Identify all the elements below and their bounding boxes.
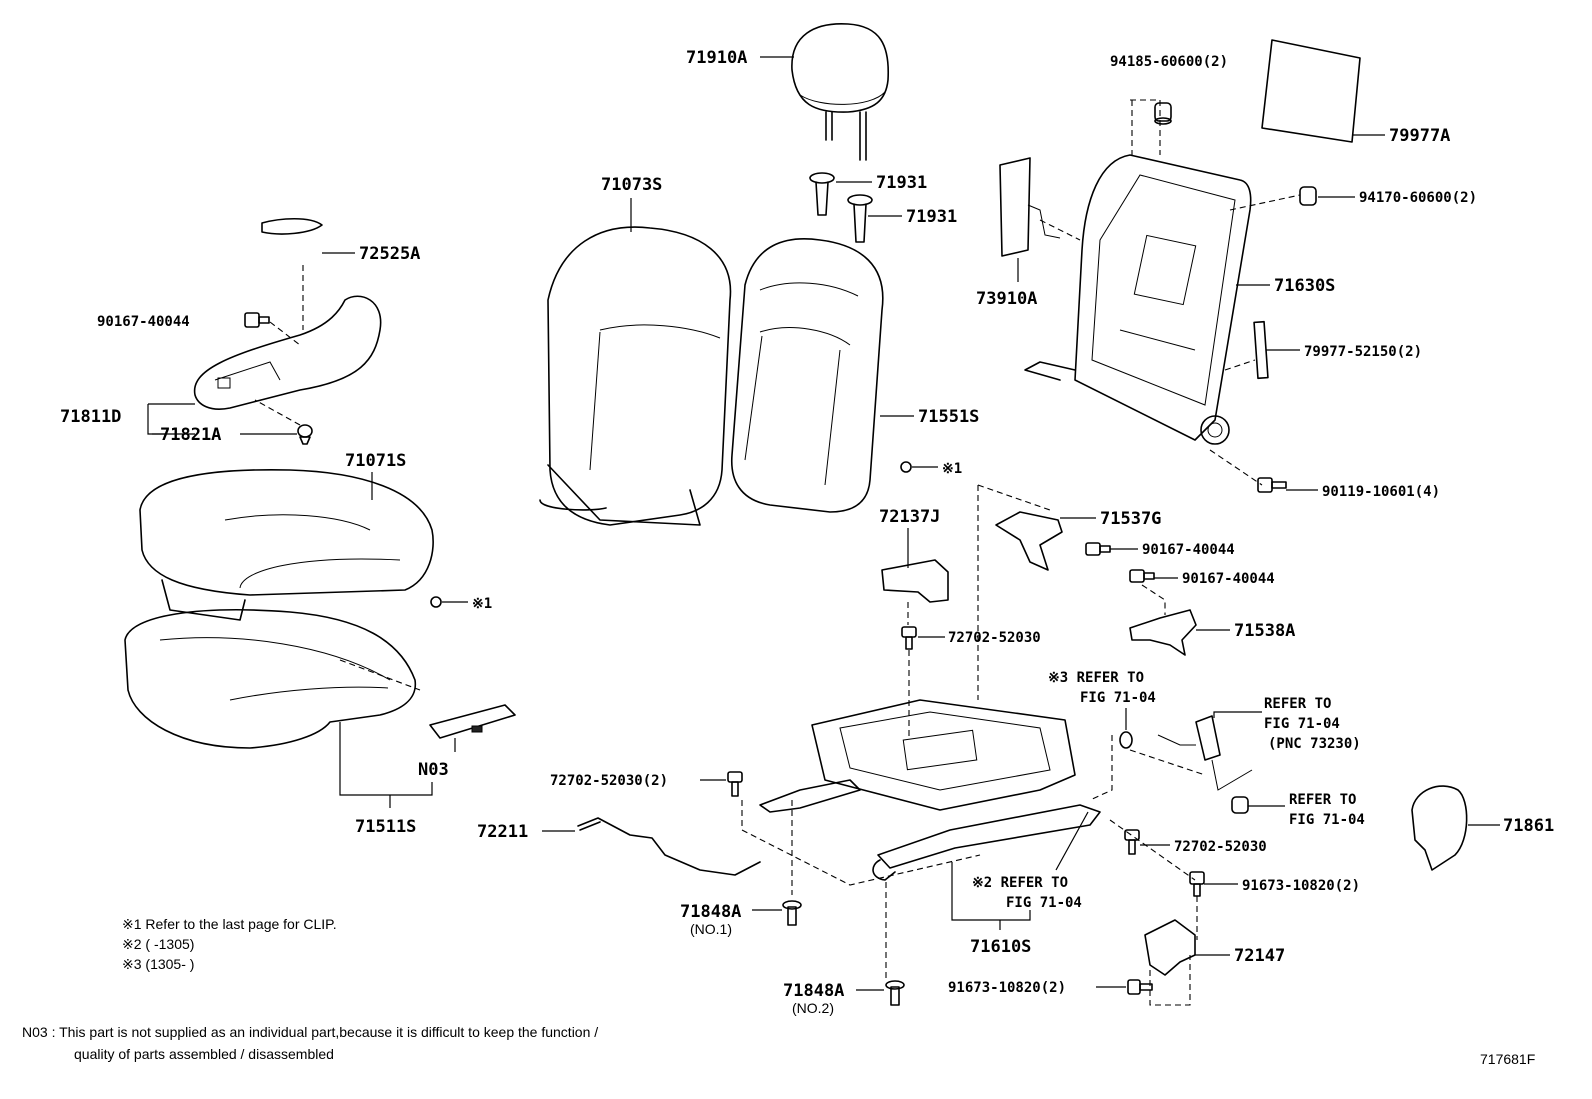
label-71551S: 71551S — [918, 407, 979, 427]
seatback-frame-drawing — [1024, 154, 1252, 445]
bolt-91673-lower-icon — [1127, 979, 1153, 995]
label-72137J: 72137J — [879, 507, 940, 527]
nut-ref3-icon — [1119, 731, 1133, 749]
label-belt-refer-line2: FIG 71-04 — [1264, 716, 1340, 732]
nut-94185-icon — [1154, 102, 1172, 125]
label-belt-refer-line1: REFER TO — [1264, 696, 1331, 712]
pad-79977A-drawing — [1261, 39, 1361, 143]
headrest-support-drawing — [809, 172, 873, 243]
label-ref3-line2: FIG 71-04 — [1080, 690, 1156, 706]
rod-72211-drawing — [577, 817, 761, 876]
pin-71848A-no2-icon — [885, 980, 905, 1006]
bolt-72702-left-icon — [727, 771, 743, 797]
bracket-71537G-drawing — [995, 511, 1063, 571]
label-72702-52030-right: 72702-52030 — [1174, 839, 1267, 855]
label-71848A-no2: 71848A — [783, 981, 844, 1001]
label-72525A: 72525A — [359, 244, 420, 264]
label-72702-52030-2: 72702-52030(2) — [550, 773, 668, 789]
label-71931-upper: 71931 — [876, 173, 927, 193]
label-ref2-line2: FIG 71-04 — [1006, 895, 1082, 911]
seat-cushion-pad-drawing — [124, 609, 416, 749]
seatback-cover-drawing — [730, 238, 884, 513]
label-71910A: 71910A — [686, 48, 747, 68]
nut-94170-icon — [1299, 186, 1317, 206]
label-71610S: 71610S — [970, 937, 1031, 957]
screw-90167-b-icon — [1129, 569, 1155, 583]
label-71511S: 71511S — [355, 817, 416, 837]
label-belt-refer2-line2: FIG 71-04 — [1289, 812, 1365, 828]
label-ref2-line1: ※2 REFER TO — [972, 875, 1068, 891]
label-91673-10820-lower: 91673-10820(2) — [948, 980, 1066, 996]
clip-icon — [900, 461, 912, 473]
pin-71848A-no1-icon — [782, 900, 802, 926]
label-71073S: 71073S — [601, 175, 662, 195]
bolt-72702-center-icon — [901, 626, 917, 650]
note-n03-line1: N03 : This part is not supplied as an in… — [22, 1024, 598, 1040]
label-clip-cushion: ※1 — [472, 596, 492, 612]
cover-71861-drawing — [1411, 785, 1468, 871]
label-71630S: 71630S — [1274, 276, 1335, 296]
label-72211: 72211 — [477, 822, 528, 842]
note-clip: ※1 Refer to the last page for CLIP. — [122, 916, 337, 932]
label-71538A: 71538A — [1234, 621, 1295, 641]
label-73910A: 73910A — [976, 289, 1037, 309]
label-no1: (NO.1) — [690, 921, 732, 937]
label-90167-40044-shield: 90167-40044 — [97, 314, 190, 330]
label-79977-52150: 79977-52150(2) — [1304, 344, 1422, 360]
label-71071S: 71071S — [345, 451, 406, 471]
screw-90167-icon — [244, 312, 270, 328]
label-90167-40044-a: 90167-40044 — [1142, 542, 1235, 558]
screw-90167-a-icon — [1085, 542, 1111, 556]
bolt-90119-icon — [1257, 477, 1287, 493]
label-71811D: 71811D — [60, 407, 121, 427]
seat-cushion-cover-drawing — [139, 468, 434, 621]
label-91673-10820-upper: 91673-10820(2) — [1242, 878, 1360, 894]
bracket-71538A-drawing — [1129, 609, 1197, 656]
cover-72525A-drawing — [261, 217, 323, 235]
label-72702-52030-center: 72702-52030 — [948, 630, 1041, 646]
note-ref3-range: ※3 (1305- ) — [122, 956, 194, 972]
label-71861: 71861 — [1503, 816, 1554, 836]
bolt-72702-right-icon — [1124, 829, 1140, 855]
label-90119-10601: 90119-10601(4) — [1322, 484, 1440, 500]
side-airbag-drawing — [999, 157, 1061, 257]
clip-71821A-icon — [297, 424, 313, 445]
nut-belt-icon — [1231, 796, 1249, 814]
label-90167-40044-b: 90167-40044 — [1182, 571, 1275, 587]
note-ref2-range: ※2 ( -1305) — [122, 936, 194, 952]
label-no2: (NO.2) — [792, 1000, 834, 1016]
bracket-72147-drawing — [1144, 919, 1196, 976]
bolt-91673-upper-icon — [1189, 871, 1205, 897]
label-71821A: 71821A — [160, 425, 221, 445]
label-belt-refer2-line1: REFER TO — [1289, 792, 1356, 808]
headrest-drawing — [791, 23, 890, 161]
label-clip-back: ※1 — [942, 461, 962, 477]
label-belt-refer-line3: (PNC 73230) — [1268, 736, 1361, 752]
label-79977A: 79977A — [1389, 126, 1450, 146]
label-71931-lower: 71931 — [906, 207, 957, 227]
label-94185-60600: 94185-60600(2) — [1110, 54, 1228, 70]
note-n03-line2: quality of parts assembled / disassemble… — [74, 1046, 334, 1062]
label-71848A-no1: 71848A — [680, 902, 741, 922]
label-71537G: 71537G — [1100, 509, 1161, 529]
diagram-code: 717681F — [1480, 1051, 1535, 1067]
label-94170-60600: 94170-60600(2) — [1359, 190, 1477, 206]
cover-72137J-drawing — [881, 559, 949, 603]
seat-shield-drawing — [193, 295, 382, 410]
seatback-assembly-drawing — [539, 226, 732, 526]
label-72147: 72147 — [1234, 946, 1285, 966]
strip-79977-drawing — [1253, 320, 1269, 380]
seatbelt-buckle-drawing — [1157, 715, 1253, 791]
seat-adjuster-drawing — [759, 699, 1101, 881]
label-ref3-line1: ※3 REFER TO — [1048, 670, 1144, 686]
seat-heater-n03-drawing — [429, 704, 516, 739]
label-N03: N03 — [418, 760, 449, 780]
